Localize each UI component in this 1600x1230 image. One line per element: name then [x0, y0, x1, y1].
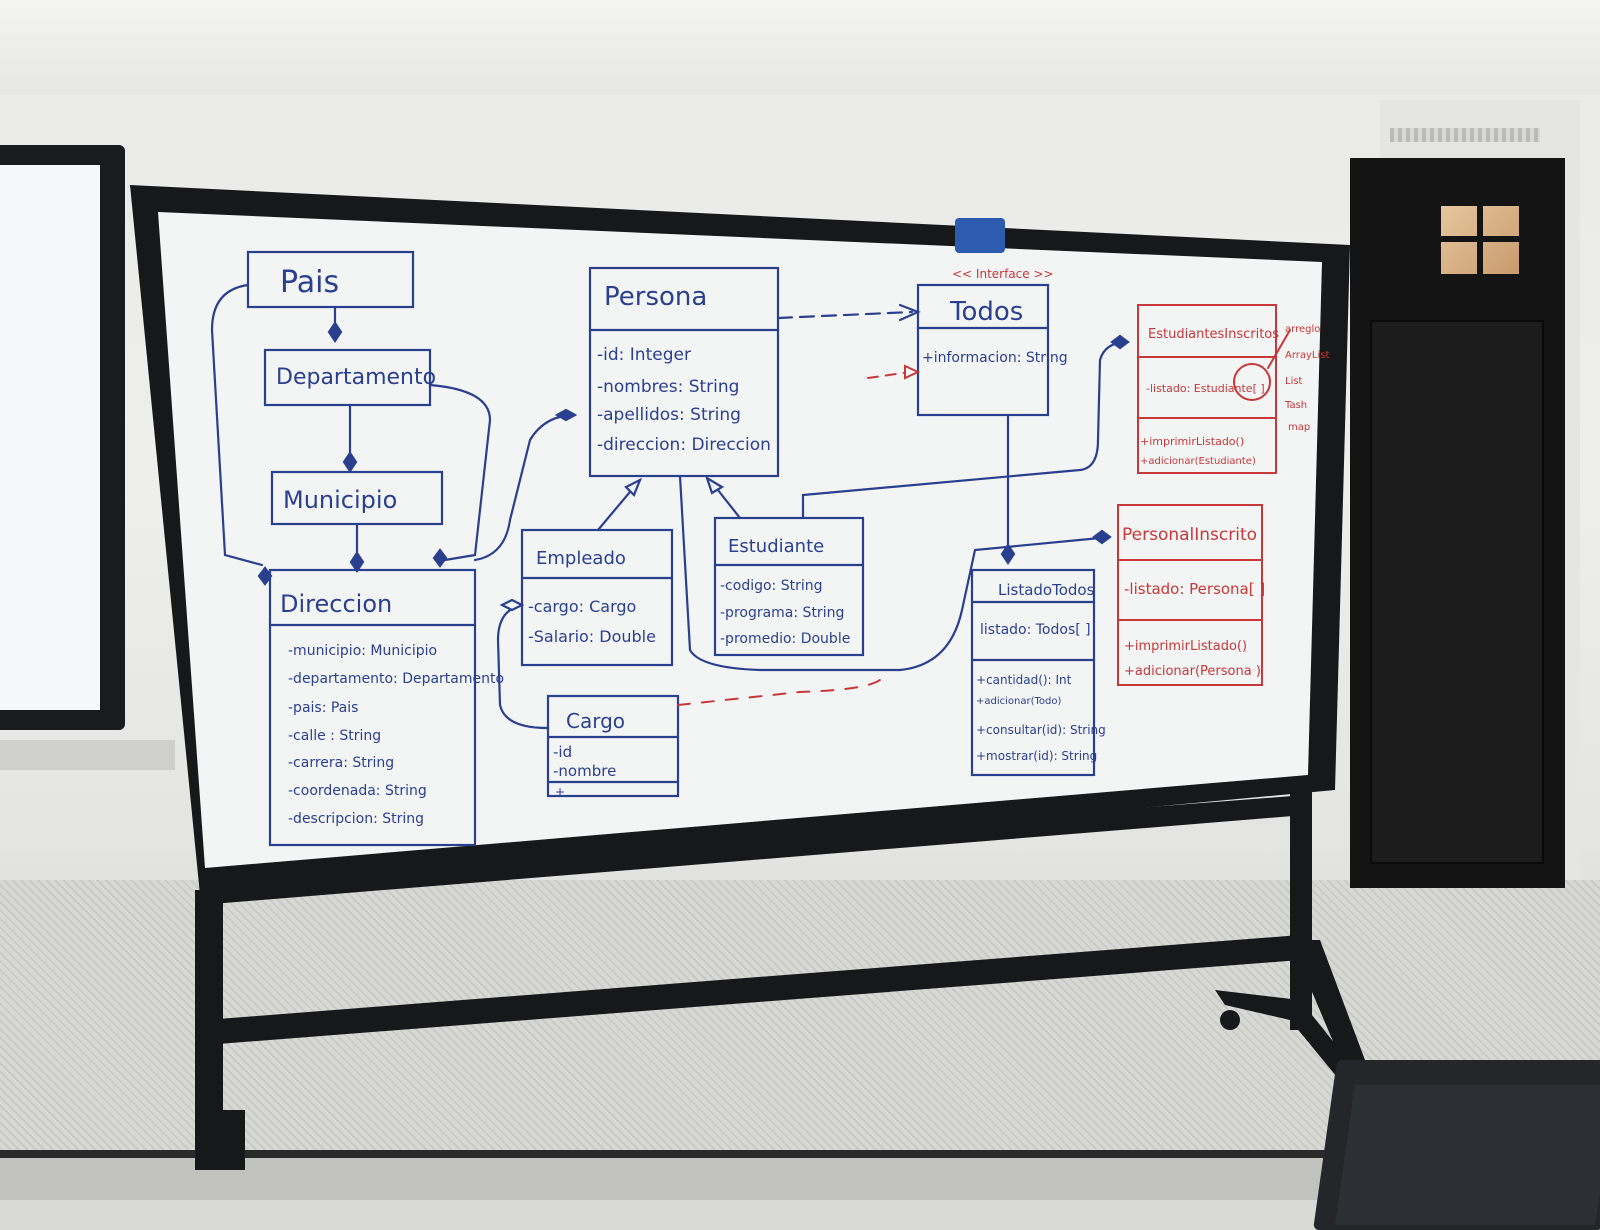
- persona-attr: -apellidos: String: [597, 405, 741, 425]
- side-note: map: [1288, 422, 1310, 433]
- personal-inscrito-box: [1117, 504, 1263, 686]
- whiteboard: [130, 185, 1380, 1170]
- side-note: Tash: [1284, 400, 1307, 411]
- vent: [1390, 128, 1540, 142]
- estudiantes-inscritos-box: [1137, 304, 1277, 474]
- board-surface: [158, 212, 1322, 868]
- todos-title: Todos: [949, 297, 1023, 327]
- listado-todos-method: +cantidad(): Int: [976, 673, 1072, 687]
- departamento-box: [263, 348, 432, 407]
- empleado-title: Empleado: [536, 548, 626, 569]
- empleado-attr: -Salario: Double: [528, 627, 656, 646]
- direccion-attr: -calle : String: [288, 728, 381, 744]
- listado-todos-title: ListadoTodos: [998, 581, 1095, 599]
- estudiantes-inscritos-attr: -listado: Estudiante[ ]: [1146, 382, 1265, 395]
- direccion-attr: -carrera: String: [288, 755, 394, 771]
- estudiantes-inscritos-method: +imprimirListado(): [1140, 435, 1244, 448]
- side-note: ArrayList: [1285, 350, 1329, 361]
- todos-method: +informacion: String: [922, 350, 1068, 366]
- listado-todos-attr: listado: Todos[ ]: [980, 622, 1091, 638]
- departamento-title: Departamento: [276, 365, 436, 390]
- listado-todos-method: +consultar(id): String: [976, 723, 1106, 737]
- cargo-attr: -nombre: [553, 762, 616, 780]
- board-stand: [195, 790, 1380, 1170]
- listado-todos-box: [970, 568, 1096, 777]
- laptop-screen: [1335, 1085, 1600, 1225]
- direccion-box: [268, 568, 477, 847]
- baseboard: [0, 1150, 1350, 1158]
- cargo-attr: -id: [553, 743, 572, 761]
- door-panel: [1370, 320, 1544, 864]
- municipio-title: Municipio: [283, 486, 397, 514]
- cargo-title: Cargo: [566, 709, 625, 733]
- personal-inscrito-method: +imprimirListado(): [1124, 639, 1247, 654]
- estudiantes-inscritos-title: EstudiantesInscritos: [1148, 327, 1279, 342]
- personal-inscrito-method: +adicionar(Persona ): [1124, 664, 1261, 679]
- wall-monitor: [0, 145, 125, 730]
- door-window: [1435, 200, 1525, 280]
- direccion-attr: -coordenada: String: [288, 783, 427, 799]
- cargo-box: [546, 694, 680, 798]
- persona-attr: -nombres: String: [597, 377, 739, 397]
- persona-title: Persona: [604, 282, 707, 312]
- estudiante-attr: -programa: String: [720, 605, 844, 621]
- direccion-attr: -municipio: Municipio: [288, 643, 437, 659]
- direccion-attr: -departamento: Departamento: [288, 671, 504, 687]
- persona-attr: -direccion: Direccion: [597, 435, 771, 455]
- direccion-title: Direccion: [280, 590, 392, 618]
- estudiantes-inscritos-method: +adicionar(Estudiante): [1140, 456, 1256, 467]
- pais-box: [246, 250, 415, 309]
- ceiling: [0, 0, 1600, 95]
- persona-attr: -id: Integer: [597, 345, 691, 365]
- personal-inscrito-title: PersonalInscrito: [1122, 525, 1257, 545]
- listado-todos-method: +mostrar(id): String: [976, 749, 1097, 763]
- cargo-method: +: [555, 785, 565, 799]
- eraser: [955, 218, 1005, 253]
- monitor-screen: [0, 165, 100, 710]
- uml-diagram: Pais Departamento Municipio Direccion -m…: [210, 250, 1329, 847]
- estudiante-box: [713, 516, 865, 657]
- direccion-attr: -descripcion: String: [288, 811, 424, 827]
- side-note: List: [1285, 376, 1303, 387]
- pais-title: Pais: [280, 265, 339, 300]
- todos-stereotype: << Interface >>: [952, 267, 1054, 281]
- empleado-attr: -cargo: Cargo: [528, 597, 636, 616]
- estudiante-title: Estudiante: [728, 536, 824, 557]
- direccion-attr: -pais: Pais: [288, 700, 358, 716]
- todos-box: [916, 283, 1050, 417]
- estudiante-attr: -codigo: String: [720, 578, 823, 594]
- side-note: arreglo: [1285, 324, 1320, 335]
- estudiante-attr: -promedio: Double: [720, 631, 850, 647]
- listado-todos-method: +adicionar(Todo): [976, 696, 1061, 707]
- persona-box: [588, 266, 780, 478]
- personal-inscrito-attr: -listado: Persona[ ]: [1124, 580, 1265, 598]
- wall-shelf: [0, 740, 175, 770]
